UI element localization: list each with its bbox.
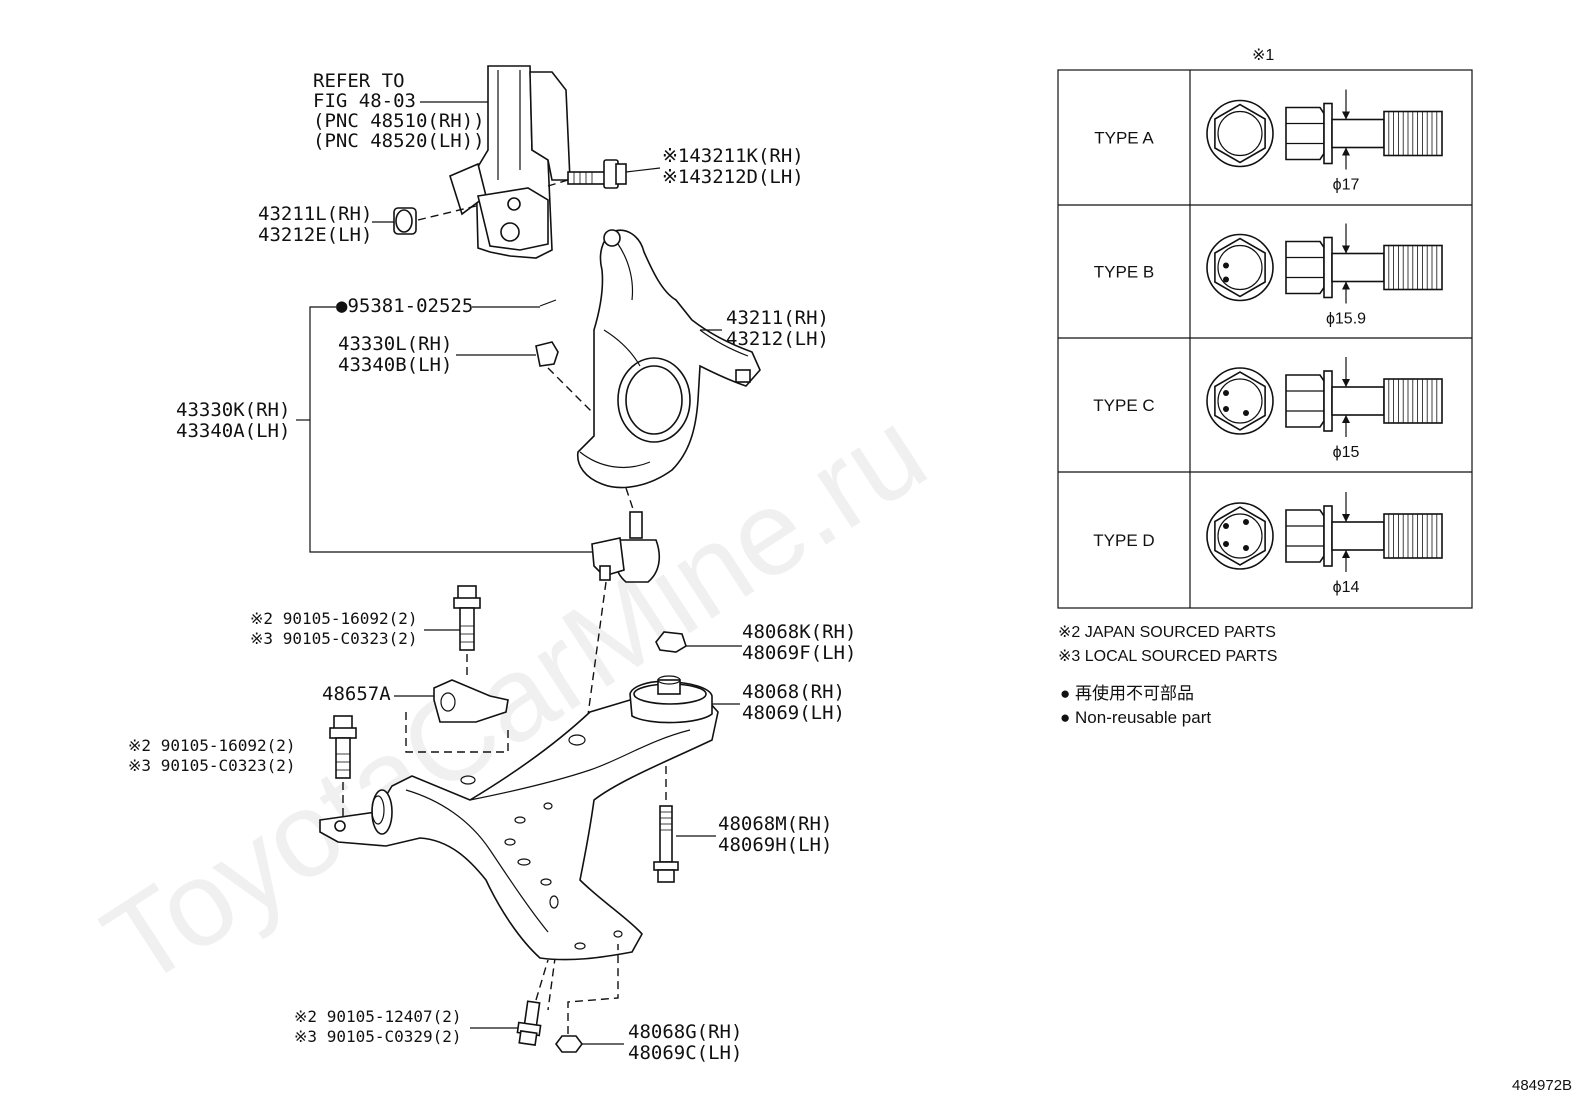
type-table-header: ※1 [1252, 47, 1274, 64]
ball-joint [547, 487, 661, 1011]
bolt-bottom-local: ※3 90105-C0329(2) [294, 1027, 462, 1046]
type-row-diameter: ϕ17 [1333, 177, 1360, 194]
bolt-48068m-rh: 48068M(RH) [718, 813, 832, 835]
note-japan: ※2 JAPAN SOURCED PARTS [1058, 624, 1276, 641]
bracket-48657a [394, 679, 509, 753]
bolt-48068m-lh: 48069H(LH) [718, 834, 832, 856]
type-row-label: TYPE A [1094, 129, 1154, 148]
cover-lh: 43340B(LH) [338, 354, 452, 376]
joint-lh: 43340A(LH) [176, 420, 290, 442]
figure-id: 484972B [1512, 1077, 1572, 1094]
bolt-upper-jp: ※2 90105-16092(2) [250, 609, 418, 628]
bolt-43211k-rh: ※143211K(RH) [662, 145, 804, 167]
refer-line-4: (PNC 48520(LH)) [313, 130, 485, 152]
nut-48068k-rh: 48068K(RH) [742, 621, 856, 643]
type-row: TYPE A ϕ17 [1094, 89, 1443, 194]
refer-line-1: REFER TO [313, 70, 405, 92]
bolt-upper-local: ※3 90105-C0323(2) [250, 629, 418, 648]
note-local: ※3 LOCAL SOURCED PARTS [1058, 648, 1277, 665]
strut-assembly [449, 65, 571, 259]
nut-48068k-lh: 48069F(LH) [742, 642, 856, 664]
bolt-left-local: ※3 90105-C0323(2) [128, 756, 296, 775]
bolt-bottom [470, 959, 549, 1046]
type-row-diameter: ϕ15 [1333, 444, 1360, 461]
nut-48068g [555, 944, 624, 1053]
steering-knuckle [577, 229, 761, 489]
nut-43211l-lh: 43212E(LH) [258, 224, 372, 246]
bolt-bottom-jp: ※2 90105-12407(2) [294, 1007, 462, 1026]
type-row-label: TYPE B [1094, 263, 1154, 282]
nut-48068g-lh: 48069C(LH) [628, 1042, 742, 1064]
cover-rh: 43330L(RH) [338, 333, 452, 355]
refer-note: REFER TO FIG 48-03 (PNC 48510(RH)) (PNC … [313, 70, 488, 152]
pin-95381-label: ●95381-02525 [336, 295, 473, 317]
type-row-label: TYPE C [1093, 396, 1154, 415]
nut-43211l-rh: 43211L(RH) [258, 203, 372, 225]
bracket-48657a-label: 48657A [322, 683, 391, 705]
nut-48068g-rh: 48068G(RH) [628, 1021, 742, 1043]
bolt-left-jp: ※2 90105-16092(2) [128, 736, 296, 755]
nut-48068k [655, 631, 742, 653]
type-row: TYPE C ϕ15 [1093, 357, 1443, 461]
type-row-label: TYPE D [1093, 531, 1154, 550]
bolt-43211k-lh: ※143212D(LH) [662, 166, 804, 188]
bushing-48068 [629, 675, 740, 724]
knuckle-rh: 43211(RH) [726, 307, 829, 329]
bolt-43211k [547, 159, 661, 189]
type-row: TYPE D ϕ14 [1093, 492, 1443, 596]
bolt-lower-left [329, 715, 357, 816]
bolt-48068m [653, 766, 716, 883]
bolt-upper [424, 585, 481, 680]
joint-rh: 43330K(RH) [176, 399, 290, 421]
note-nonreuse-jp: ● 再使用不可部品 [1060, 683, 1194, 703]
knuckle-lh: 43212(LH) [726, 328, 829, 350]
type-row-diameter: ϕ14 [1333, 579, 1360, 596]
refer-line-3: (PNC 48510(RH)) [313, 110, 485, 132]
bushing-rh: 48068(RH) [742, 681, 845, 703]
nut-43211l [372, 205, 477, 235]
type-table [1057, 69, 1473, 609]
cover-43330l [456, 341, 593, 413]
lower-control-arm [319, 691, 719, 961]
refer-line-2: FIG 48-03 [313, 90, 416, 112]
bushing-lh: 48069(LH) [742, 702, 845, 724]
type-row-diameter: ϕ15.9 [1326, 311, 1366, 328]
note-nonreuse-en: ● Non-reusable part [1060, 708, 1211, 727]
type-row: TYPE B ϕ15.9 [1094, 223, 1443, 328]
